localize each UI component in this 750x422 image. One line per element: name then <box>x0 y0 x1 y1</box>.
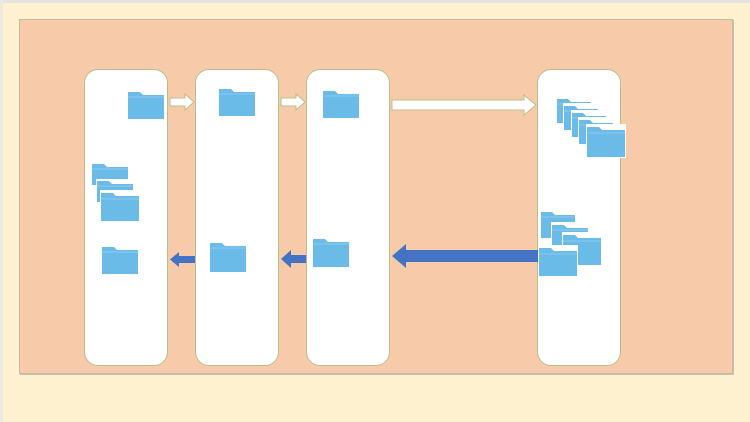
return-arrow-2-to-1 <box>170 252 195 267</box>
column-3 <box>306 69 390 366</box>
folder-icon <box>312 236 350 268</box>
folder-icon <box>127 89 165 120</box>
window-left-edge <box>0 0 3 422</box>
folder-icon <box>586 124 626 158</box>
folder-icon <box>218 87 256 117</box>
window-top-edge <box>0 0 750 3</box>
folder-icon <box>100 190 140 222</box>
forward-arrow-2-to-3 <box>280 92 306 112</box>
folder-icon <box>538 245 578 277</box>
return-arrow-4-to-3 <box>392 244 538 268</box>
folder-icon <box>322 88 360 119</box>
folder-icon <box>209 240 247 273</box>
forward-arrow-3-to-4 <box>391 93 537 117</box>
forward-arrow-1-to-2 <box>169 92 195 112</box>
return-arrow-3-to-2 <box>281 250 306 268</box>
folder-icon <box>101 244 139 275</box>
column-2 <box>195 69 279 366</box>
